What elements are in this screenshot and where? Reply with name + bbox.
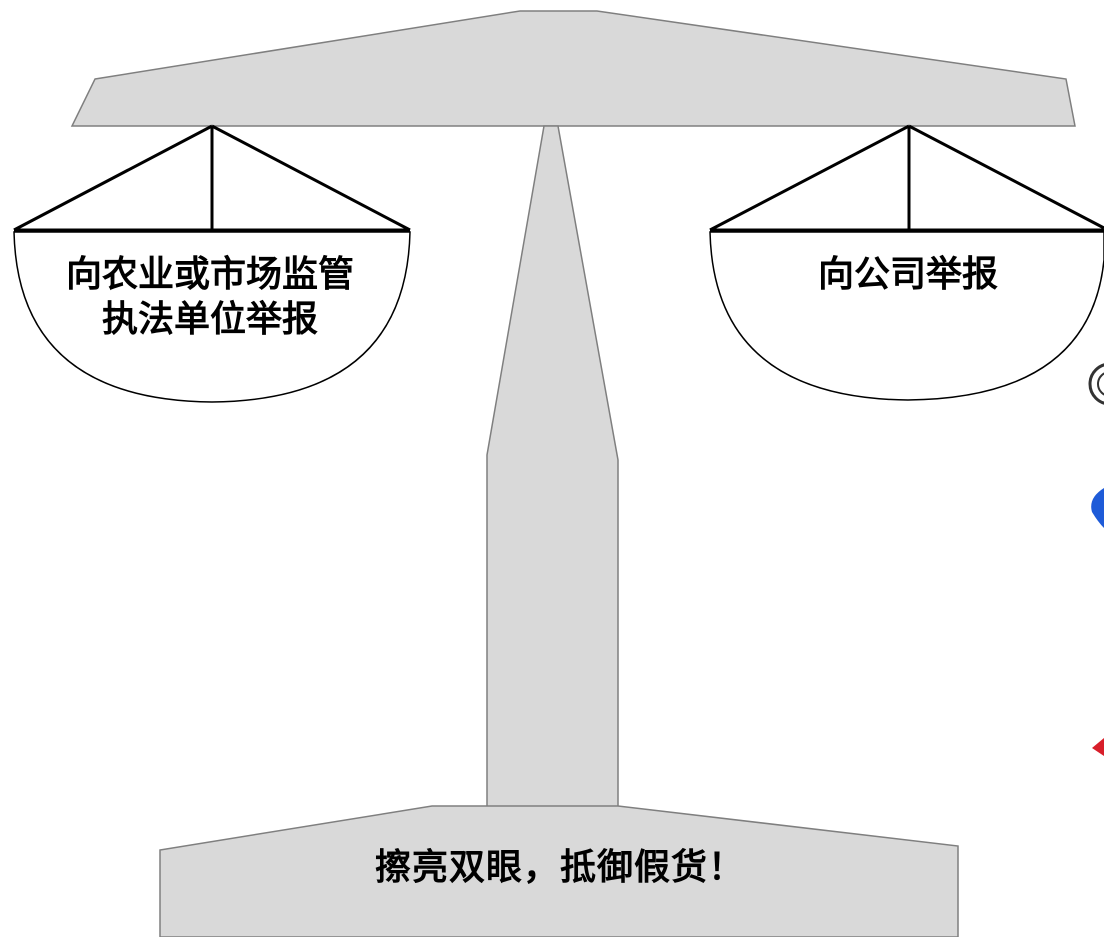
left-pan-bowl [13,231,411,403]
left-pan-label-line1: 向农业或市场监管 [65,254,354,295]
left-pan-label: 向农业或市场监管 执法单位举报 [30,252,390,342]
scale-base [159,805,959,937]
left-pan-strings [13,124,411,232]
left-pan-label-line2: 执法单位举报 [101,299,318,340]
scale-beam [70,10,1076,127]
circle-badge-icon [1088,363,1104,405]
right-pan-bowl [709,231,1104,401]
blue-logo-icon [1091,488,1104,528]
red-logo-icon [1092,738,1104,756]
base-slogan: 擦亮双眼，抵御假货！ [374,847,745,888]
scale-pillar [486,125,619,811]
right-pan-label: 向公司举报 [817,254,998,295]
right-pan-strings [709,124,1104,232]
